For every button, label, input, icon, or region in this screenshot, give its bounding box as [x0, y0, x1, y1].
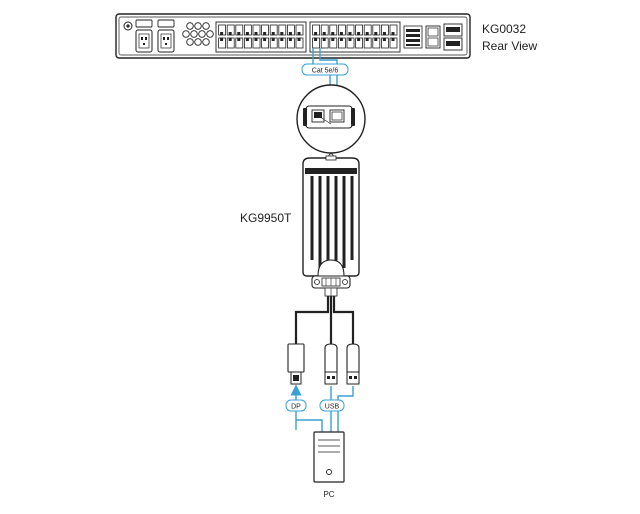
cable-label-pill	[301, 63, 349, 76]
device-view-label: Rear View	[482, 39, 537, 53]
pc-label: PC	[323, 490, 334, 499]
usb-label: USB	[325, 404, 340, 411]
power-socket-1	[135, 19, 153, 53]
breakout-cables	[294, 296, 355, 346]
cable-label: Cat 5e/6	[312, 68, 339, 75]
usb-label-pill	[319, 399, 345, 412]
kvm-switch-rear-panel	[115, 13, 471, 59]
dp-label: DP	[291, 404, 301, 411]
kvm-port-bank-1	[215, 21, 307, 53]
usb-ports	[443, 23, 463, 51]
adapter-port-zoom	[296, 84, 366, 159]
dp-connector	[287, 343, 305, 385]
kvm-port-bank-2	[309, 21, 401, 53]
dp-label-pill	[285, 399, 307, 412]
fan-grille-icon	[182, 22, 214, 46]
kvm-adapter	[302, 155, 360, 297]
ground-screw-icon	[123, 21, 133, 31]
lan-ports	[425, 25, 441, 49]
power-socket-2	[157, 19, 175, 53]
adapter-model-label: KG9950T	[240, 211, 292, 225]
cat-cable: Cat 5e/6	[301, 48, 349, 104]
usb-connector-2	[346, 343, 360, 385]
device-model-label: KG0032	[482, 22, 526, 36]
pc-tower-icon	[313, 431, 345, 483]
console-ports	[403, 25, 423, 49]
usb-connector-1	[324, 343, 338, 385]
